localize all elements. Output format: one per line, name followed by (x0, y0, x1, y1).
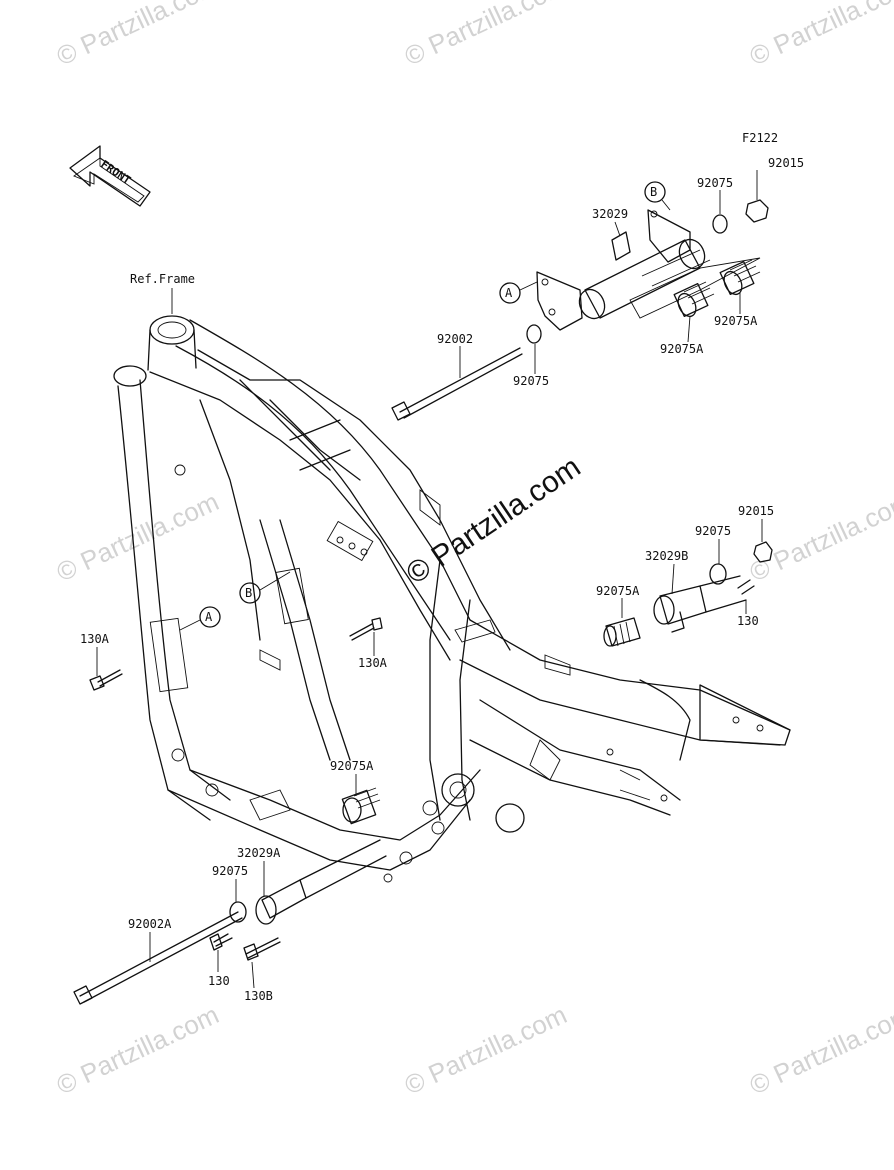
part-label: 92075 (695, 524, 731, 538)
part-label: 130 (737, 614, 759, 628)
part-labels: 92015 92075 32029 92002 92075 92075A 920… (80, 156, 804, 1003)
watermark: © Partzilla.com (745, 0, 894, 71)
ref-frame-label: Ref.Frame (130, 272, 195, 286)
part-label: 92002 (437, 332, 473, 346)
part-label: 130A (80, 632, 110, 646)
part-label: 130A (358, 656, 388, 670)
watermark: © Partzilla.com (400, 999, 571, 1100)
lower-mount-assembly (73, 787, 387, 1005)
part-label: 32029B (645, 549, 688, 563)
part-label: 92075A (714, 314, 758, 328)
part-label: 92075A (660, 342, 704, 356)
part-label: 92075 (212, 864, 248, 878)
part-label: 130 (208, 974, 230, 988)
callout-b-frame-label: B (245, 586, 252, 600)
part-label: 92015 (738, 504, 774, 518)
part-label: 32029A (237, 846, 281, 860)
bolt-130A-left (89, 669, 123, 691)
callout-b-frame: B (239, 571, 291, 604)
watermark-center: © Partzilla.com (400, 450, 586, 590)
watermark: © Partzilla.com (52, 999, 223, 1100)
part-label: 92015 (768, 156, 804, 170)
watermark: © Partzilla.com (52, 0, 223, 71)
callout-b-upper: B (644, 181, 671, 211)
part-label: 130B (244, 989, 273, 1003)
figure-code: F2122 (742, 131, 778, 145)
part-label: 92075 (513, 374, 549, 388)
bolt-130A-center (349, 617, 383, 641)
upper-mount-assembly (391, 199, 769, 421)
front-label: FRONT (98, 158, 133, 188)
watermark: © Partzilla.com (745, 999, 894, 1100)
right-mount-assembly (603, 541, 773, 647)
watermark: © Partzilla.com (745, 486, 894, 587)
part-label: 92002A (128, 917, 172, 931)
callout-a-upper: A (499, 281, 538, 304)
part-label: 92075 (697, 176, 733, 190)
callout-b-upper-label: B (650, 185, 657, 199)
callout-a-upper-label: A (505, 286, 513, 300)
watermark: © Partzilla.com (52, 486, 223, 587)
part-label: 32029 (592, 207, 628, 221)
front-arrow-icon: FRONT (69, 145, 151, 207)
callout-a-frame: A (179, 606, 221, 631)
part-label: 92075A (596, 584, 640, 598)
part-label: 92075A (330, 759, 374, 773)
callout-a-frame-label: A (205, 610, 213, 624)
watermark: © Partzilla.com (400, 0, 571, 71)
frame (113, 315, 791, 883)
